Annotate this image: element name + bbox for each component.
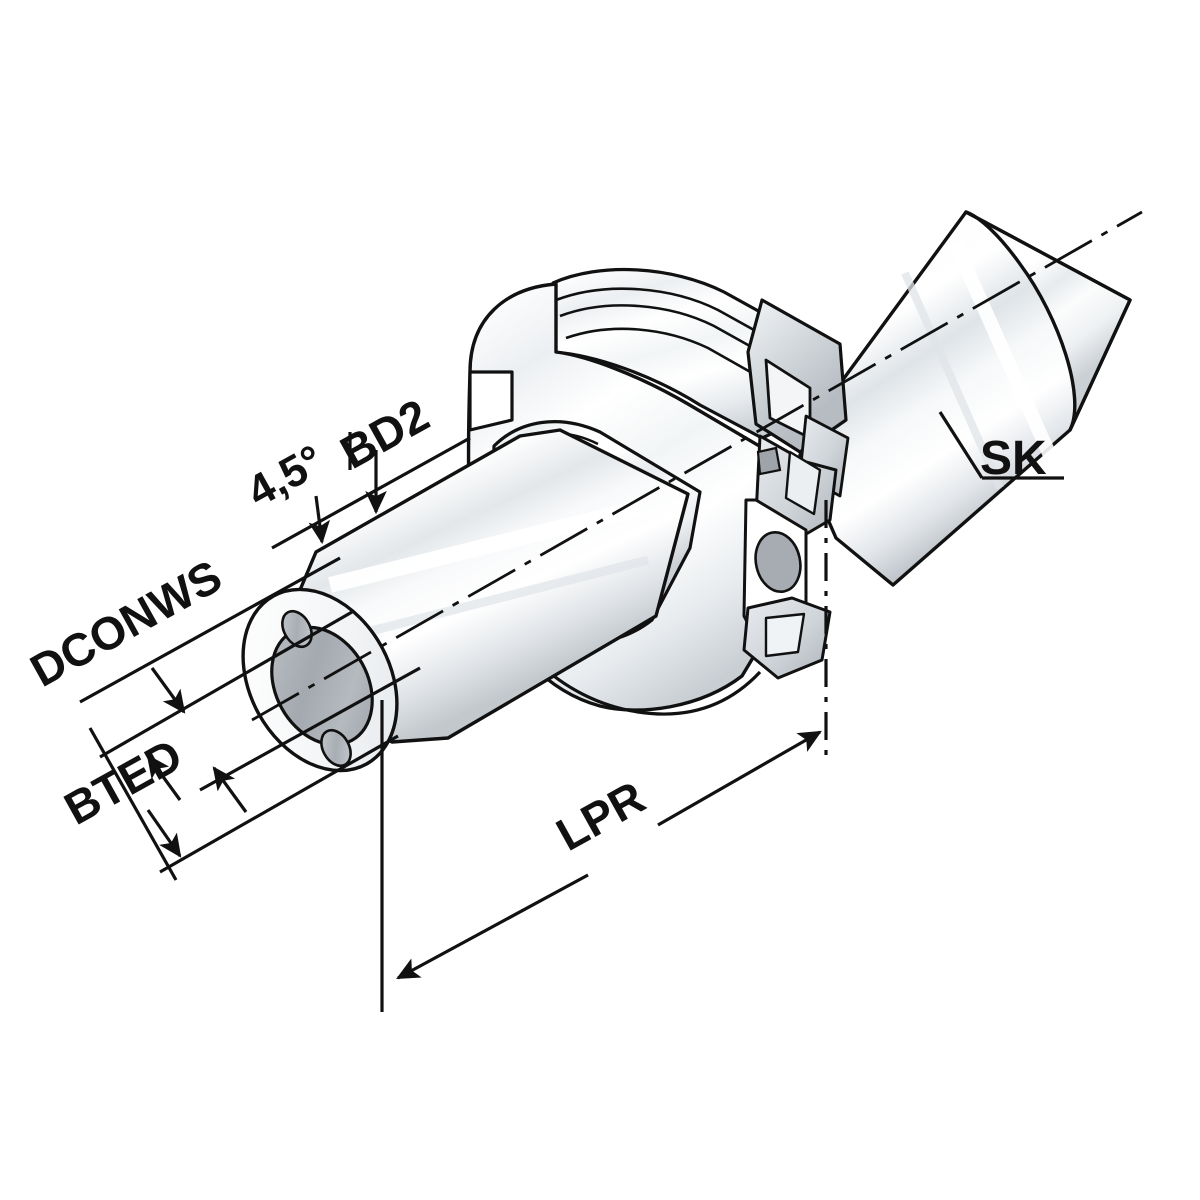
drive-key-lower-face [764,612,806,658]
drive-key-upper-face [784,450,822,516]
flange-ring-arc-2 [559,304,817,385]
taper-highlight-2 [901,271,1004,490]
dconws-ext-lower [99,610,353,759]
flange-notch [468,370,514,432]
bted-arrow-up [212,766,248,813]
bted-ext-lower [159,734,399,874]
taper-rear-end [964,210,1132,432]
front-highlight-2 [334,555,650,645]
callout-sk: SK [980,432,1047,485]
drive-slot-block [742,434,838,680]
dconws-arrow-down [150,667,186,714]
front-end-face [241,587,399,773]
dconws-ext-upper [79,556,341,704]
slot-shadow-chip [756,446,782,476]
taper-highlight-1 [948,240,1059,463]
lpr-arrow-right [657,730,822,827]
center-axis-line [251,210,1143,722]
dim-sk [938,411,1064,480]
front-highlight-1 [328,500,642,593]
flange-ring-arc-1 [555,287,827,372]
dim-angle [271,436,471,550]
bted-ext-upper [199,666,421,792]
front-body [298,428,690,744]
tool-holder-body [241,210,1143,773]
dim-bted [146,666,421,874]
bted-arrow-down [146,809,182,858]
slot-bore [754,531,802,593]
sk-leader-diagonal [938,411,984,479]
dconws-arrow-up [146,754,182,801]
angle-arrow [308,495,330,545]
annotation-layer [79,411,1064,1012]
dim-bd2 [348,432,387,515]
dim-lpr [380,500,828,1012]
lpr-arrow-left [396,873,589,980]
sk-taper-shank [798,210,1132,587]
angle-ref-line [271,436,471,550]
flange-ring-arc-3 [565,327,801,402]
